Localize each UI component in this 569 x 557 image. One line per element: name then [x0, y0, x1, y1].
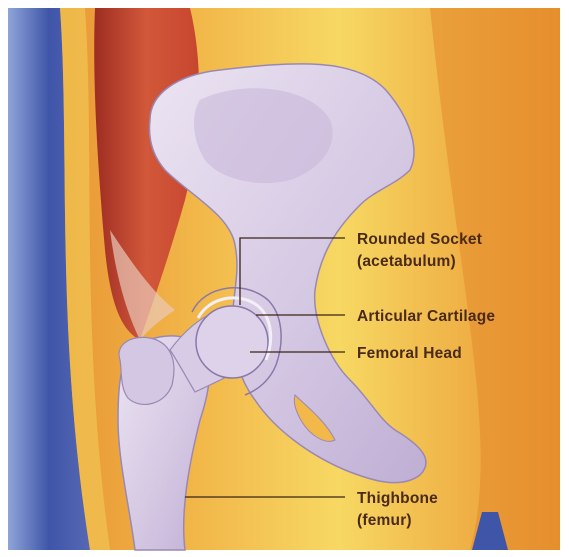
- label-rounded-socket: Rounded Socket: [357, 231, 482, 248]
- label-thighbone: Thighbone: [357, 490, 438, 507]
- greater-trochanter: [119, 337, 174, 404]
- label-femur: (femur): [357, 512, 412, 529]
- femoral-head: [196, 306, 268, 378]
- label-acetabulum: (acetabulum): [357, 253, 456, 270]
- label-articular-cartilage: Articular Cartilage: [357, 308, 495, 325]
- label-femoral-head: Femoral Head: [357, 345, 462, 362]
